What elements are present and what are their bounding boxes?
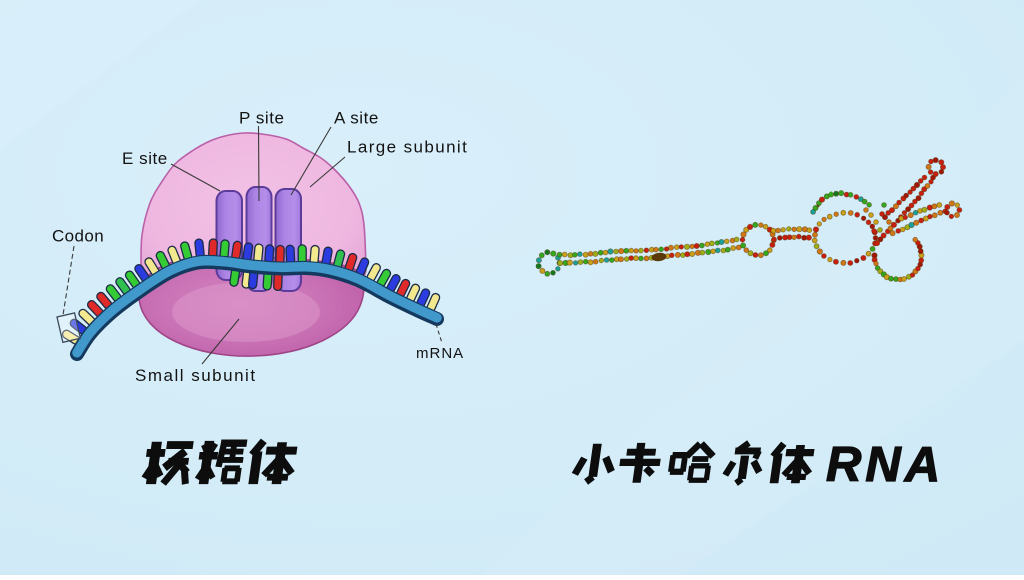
svg-text:Small subunit: Small subunit	[135, 366, 257, 385]
svg-text:A site: A site	[334, 109, 379, 128]
svg-text:P site: P site	[239, 109, 285, 128]
svg-text:Codon: Codon	[52, 227, 104, 246]
svg-text:Large subunit: Large subunit	[347, 138, 468, 157]
svg-text:E site: E site	[122, 149, 168, 168]
svg-text:mRNA: mRNA	[416, 345, 464, 362]
svg-text:RNA: RNA	[826, 438, 944, 492]
